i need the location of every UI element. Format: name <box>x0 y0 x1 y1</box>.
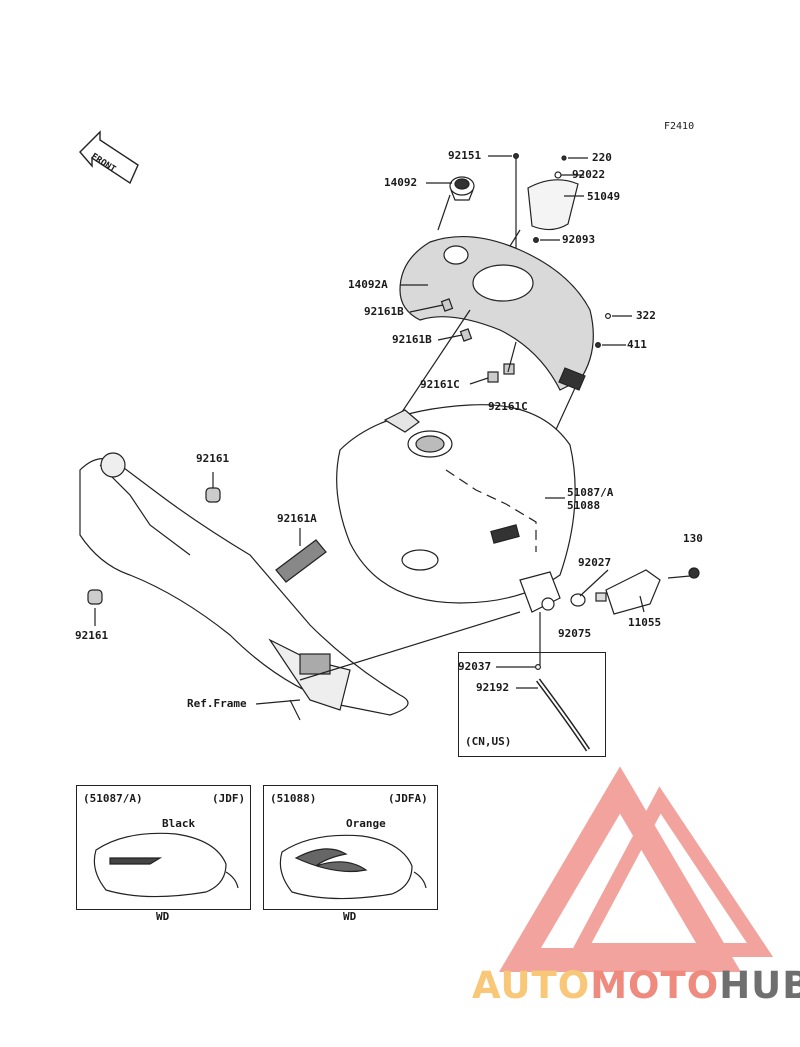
fuel-hose-icon <box>535 678 591 752</box>
watermark-part: MOTO <box>590 964 720 1007</box>
front-arrow-icon <box>79 130 139 185</box>
watermark-part: HUB <box>719 964 800 1007</box>
exploded-parts-drawing <box>79 130 700 752</box>
variant-spec: (JDFA) <box>388 792 428 805</box>
tank-cover-icon <box>399 235 594 391</box>
variant-box: (51087/A) (JDF) Black <box>76 785 251 910</box>
part-label[interactable]: 11055 <box>628 616 662 629</box>
tank-pad-icon <box>527 179 579 231</box>
part-label[interactable]: 411 <box>627 338 647 351</box>
part-label[interactable]: 92161B <box>364 305 404 318</box>
variant-code: (51087/A) <box>83 792 143 805</box>
variant-market: WD <box>343 910 357 923</box>
part-label[interactable]: 92075 <box>558 627 592 640</box>
part-label[interactable]: 92161 <box>75 629 109 642</box>
figure-code: F2410 <box>664 121 695 132</box>
watermark-text: AUTOMOTOHUB <box>472 964 800 1008</box>
part-label[interactable]: 92161C <box>488 400 528 413</box>
fuel-tank-icon <box>336 404 576 613</box>
part-label[interactable]: 92022 <box>572 168 606 181</box>
part-label[interactable]: 220 <box>592 151 612 164</box>
part-label[interactable]: 92192 <box>476 681 510 694</box>
part-label[interactable]: 14092 <box>384 176 418 189</box>
watermark-logo-icon <box>499 766 774 972</box>
part-label[interactable]: 92037 <box>458 660 492 673</box>
part-label[interactable]: 92161 <box>196 452 230 465</box>
part-label[interactable]: Ref.Frame <box>187 697 247 710</box>
part-label[interactable]: 92161A <box>277 512 317 525</box>
variant-market: WD <box>156 910 170 923</box>
variant-tank-drawings <box>93 832 427 900</box>
part-label[interactable]: 92027 <box>578 556 612 569</box>
variant-color: Orange <box>346 817 386 830</box>
variant-code: (51088) <box>270 792 317 805</box>
part-label[interactable]: 130 <box>683 532 703 545</box>
part-label[interactable]: 92161B <box>392 333 432 346</box>
part-label[interactable]: 92151 <box>448 149 482 162</box>
region-note: (CN,US) <box>465 735 512 748</box>
watermark-part: AUTO <box>472 964 591 1007</box>
part-label[interactable]: 51088 <box>567 499 601 512</box>
part-label[interactable]: 51049 <box>587 190 621 203</box>
fuel-cap-icon <box>449 176 475 201</box>
frame-icon <box>79 452 409 721</box>
variant-spec: (JDF) <box>212 792 246 805</box>
part-label[interactable]: 322 <box>636 309 656 322</box>
mount-bracket-icon <box>570 567 700 615</box>
part-label[interactable]: 51087/A <box>567 486 614 499</box>
region-detail-box: (CN,US) <box>458 652 606 757</box>
variant-box: (51088) (JDFA) Orange <box>263 785 438 910</box>
part-label[interactable]: 92161C <box>420 378 460 391</box>
part-label[interactable]: 92093 <box>562 233 596 246</box>
rubber-pad-icon <box>275 539 327 583</box>
part-label[interactable]: 14092A <box>348 278 388 291</box>
variant-color: Black <box>162 817 196 830</box>
frame-rubber-icon <box>87 487 221 605</box>
